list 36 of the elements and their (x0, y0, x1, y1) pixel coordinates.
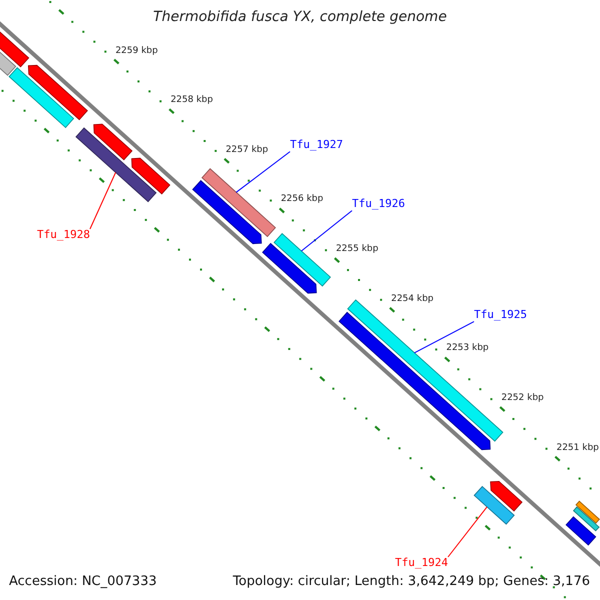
scale-label: 2257 kbp (226, 144, 268, 156)
scale-label: 2256 kbp (280, 194, 324, 205)
scale-label: 2253 kbp (446, 343, 489, 354)
leader-line (448, 506, 488, 558)
gene-label: Tfu_1925 (474, 309, 527, 322)
gene-bar (201, 168, 276, 238)
gene-pentagon (93, 124, 133, 160)
gene-pentagon (490, 481, 523, 512)
gene-bar (8, 67, 74, 128)
genome-info-text: Topology: circular; Length: 3,642,249 bp; Genes: 3,176 (232, 575, 590, 590)
scale-label: 2254 kbp (391, 294, 434, 304)
gene-label: Tfu_1928 (37, 229, 90, 242)
leader-line (414, 321, 474, 354)
leader-line (236, 151, 290, 193)
scale-label: 2251 kbp (556, 442, 599, 454)
gene-label: Tfu_1924 (395, 557, 448, 570)
scale-label: 2258 kbp (170, 95, 213, 106)
gene-bar (566, 516, 596, 546)
map-title: Thermobifida fusca YX, complete genome (153, 9, 447, 26)
gene-pentagon (28, 64, 88, 120)
gene-bar (75, 127, 157, 202)
scale-label: 2259 kbp (115, 46, 158, 56)
scale-label: 2255 kbp (336, 244, 378, 254)
gene-bar (474, 486, 515, 525)
gene-pentagon (192, 180, 262, 244)
gene-pentagon (131, 158, 170, 194)
gene-pentagon (262, 242, 317, 294)
gene-label: Tfu_1926 (352, 198, 405, 211)
leader-line (90, 172, 116, 230)
scale-label: 2252 kbp (501, 393, 544, 404)
gene-bar (572, 506, 600, 532)
gene-bar (274, 233, 331, 287)
leader-line (300, 210, 352, 252)
gene-bar (575, 500, 600, 524)
gene-label: Tfu_1927 (290, 139, 343, 152)
accession-text: Accession: NC_007333 (9, 575, 157, 590)
